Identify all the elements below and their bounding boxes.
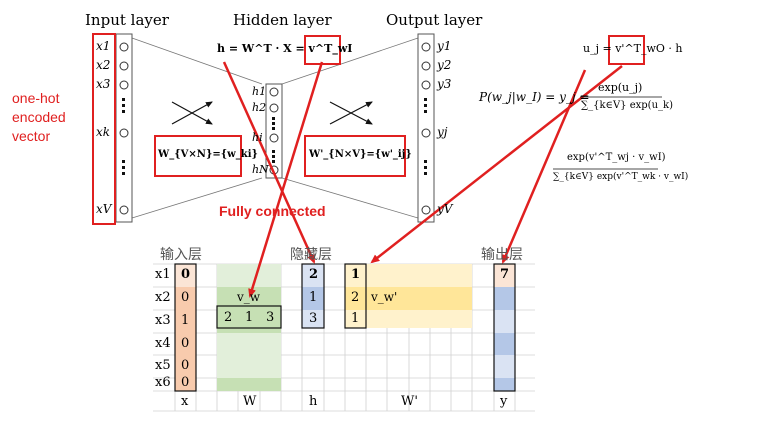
x-column-border <box>174 263 197 392</box>
y-top-value: 7 <box>500 267 510 282</box>
output-node-label-yV: yV <box>437 202 453 216</box>
wprime-col-value-1: 1 <box>351 267 361 282</box>
output-node-label-y3: y3 <box>437 77 452 91</box>
w-row-value-1: 2 <box>224 310 233 325</box>
w-matrix-label: W_{V×N}={w_ki} <box>158 149 258 160</box>
h-value-1: 2 <box>309 267 319 282</box>
u-equation: u_j = v'^T_wO · h <box>583 42 683 55</box>
col-label-wprime: W' <box>401 394 418 409</box>
hidden-layer-nodes <box>269 87 279 175</box>
hidden-layer-dots <box>272 117 275 163</box>
h-equation: h = W^T · X = v^T_wI <box>217 42 353 55</box>
cross-arrows-left <box>171 101 213 125</box>
wprime-selected-col-box <box>344 263 367 329</box>
hidden-node-label-hi: hi <box>252 131 263 144</box>
hidden-layer-title: Hidden layer <box>233 11 332 29</box>
softmax-lhs: P(w_j|w_I) = y_j = <box>479 90 590 104</box>
softmax-denominator-2: ∑_{k∈V} exp(v'^T_wk · v_wI) <box>553 172 689 182</box>
red-arrows <box>222 61 623 298</box>
hidden-node-label-hN: hN <box>252 163 269 176</box>
input-layer-nodes <box>119 42 129 215</box>
w-label: v_w <box>237 290 261 304</box>
row-label-x2: x2 <box>155 290 171 305</box>
output-layer-dots <box>424 98 427 175</box>
x-value-4: 0 <box>181 336 190 351</box>
w-prime-matrix-box <box>304 135 406 177</box>
output-layer-column <box>417 33 435 223</box>
table-grid <box>153 263 535 412</box>
x-column-cells <box>175 264 196 391</box>
w-prime-matrix-label: W'_{N×V}={w'_ij} <box>309 149 412 160</box>
row-label-x4: x4 <box>155 336 171 351</box>
output-layer-nodes <box>421 42 431 215</box>
wprime-label: v_w' <box>371 290 398 304</box>
output-layer-title: Output layer <box>386 11 483 29</box>
x-value-6: 0 <box>181 375 190 390</box>
x-value-5: 0 <box>181 358 190 373</box>
output-node-label-yj: yj <box>437 125 448 139</box>
h-value-3: 3 <box>309 311 318 326</box>
input-node-label-x3: x3 <box>96 77 111 91</box>
fraction-bars <box>553 96 662 170</box>
wprime-matrix-cells <box>345 264 472 328</box>
input-layer-title: Input layer <box>85 11 169 29</box>
row-label-x6: x6 <box>155 375 171 390</box>
col-label-h: h <box>309 394 318 409</box>
w-matrix-box <box>154 135 242 177</box>
cross-arrows-right <box>329 101 373 125</box>
h-column-border <box>301 263 325 329</box>
fully-connected-label: Fully connected <box>219 203 326 219</box>
output-node-label-y2: y2 <box>437 58 452 72</box>
x-value-3: 1 <box>181 313 190 328</box>
v-wo-box <box>608 35 645 65</box>
hidden-node-label-h2: h2 <box>252 101 267 114</box>
w-matrix-cells <box>217 264 281 391</box>
softmax-numerator-2: exp(v'^T_wj · v_wI) <box>567 152 666 163</box>
one-hot-highlight-box <box>92 33 116 225</box>
w-row-value-3: 3 <box>266 310 275 325</box>
one-hot-label-line2: encoded <box>12 109 66 125</box>
x-value-2: 0 <box>181 290 190 305</box>
table-header-hidden: 隐藏层 <box>290 246 332 262</box>
softmax-numerator-1: exp(u_j) <box>598 81 643 94</box>
w-row-value-2: 1 <box>245 310 254 325</box>
x-value-1: 0 <box>181 267 191 282</box>
row-label-x3: x3 <box>155 313 171 328</box>
y-column-cells <box>494 264 515 391</box>
col-label-w: W <box>243 394 257 409</box>
output-node-label-y1: y1 <box>437 39 452 53</box>
y-column-border <box>493 263 516 392</box>
h-value-2: 1 <box>309 290 318 305</box>
input-node-label-xV: xV <box>96 202 112 216</box>
input-node-label-xk: xk <box>96 125 111 139</box>
row-label-x5: x5 <box>155 358 171 373</box>
col-label-y: y <box>500 394 508 409</box>
one-hot-label-line3: vector <box>12 128 51 144</box>
softmax-denominator-1: ∑_{k∈V} exp(u_k) <box>581 100 673 111</box>
table-header-input: 输入层 <box>160 246 202 262</box>
table-header-output: 输出层 <box>481 246 523 262</box>
hidden-output-connections <box>281 37 419 219</box>
row-label-x1: x1 <box>155 267 171 282</box>
w-selected-row-box <box>216 305 282 329</box>
input-node-label-x2: x2 <box>96 58 111 72</box>
input-layer-dots <box>122 98 125 175</box>
wprime-col-value-2: 2 <box>351 290 360 305</box>
col-label-x: x <box>181 394 189 409</box>
h-column-cells <box>302 264 324 328</box>
input-hidden-connections <box>131 37 263 219</box>
one-hot-label-line1: one-hot <box>12 90 60 106</box>
input-node-label-x1: x1 <box>96 39 111 53</box>
hidden-node-label-h1: h1 <box>252 85 267 98</box>
wprime-col-value-3: 1 <box>351 311 360 326</box>
